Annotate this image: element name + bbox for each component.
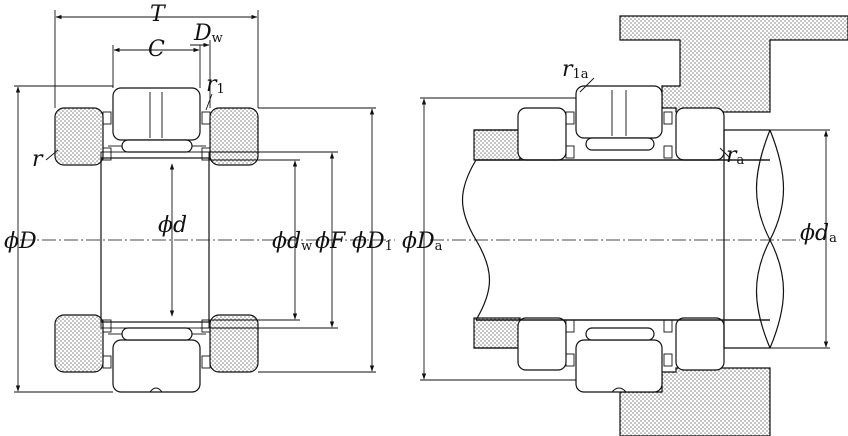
mount-center-ring-top xyxy=(575,85,663,139)
seal-elements xyxy=(102,111,211,369)
mount-roller-bottom xyxy=(585,327,655,341)
bearing-section-view: T C Dw r1 r ϕD ϕd ϕdw ϕF ϕD1 xyxy=(4,2,395,393)
outer-ring-bottom-right xyxy=(209,314,259,373)
needle-roller-top xyxy=(121,139,193,153)
mount-outer-ring-bottom-right xyxy=(675,317,725,371)
outer-ring-top-right xyxy=(209,107,259,166)
leader-r1 xyxy=(205,93,213,111)
housing-top xyxy=(619,15,848,113)
mount-center-ring-bottom xyxy=(575,339,663,393)
label-D: ϕD xyxy=(4,229,37,254)
mount-seals xyxy=(565,111,673,367)
label-D1: ϕD1 xyxy=(352,229,393,254)
label-r1: r1 xyxy=(206,72,225,97)
needle-roller-bottom xyxy=(121,327,193,341)
label-F: ϕF xyxy=(315,229,346,254)
label-r: r xyxy=(32,147,44,172)
leader-r xyxy=(45,149,59,161)
label-T: T xyxy=(150,2,167,27)
label-da: ϕda xyxy=(800,221,837,246)
mount-outer-ring-top-left xyxy=(517,107,567,161)
label-C: C xyxy=(148,37,165,62)
label-Dw: Dw xyxy=(193,21,223,46)
leader-ra xyxy=(719,147,731,159)
label-dw: ϕdw xyxy=(272,229,312,254)
label-ra: ra xyxy=(726,143,745,168)
label-d: ϕd xyxy=(158,213,187,238)
label-r1a: r1a xyxy=(562,57,589,82)
label-Da: ϕDa xyxy=(402,229,443,254)
mount-outer-ring-top-right xyxy=(675,107,725,161)
outer-ring-top-left xyxy=(54,107,104,166)
center-ring-top xyxy=(112,87,201,141)
shoulder-top-left xyxy=(473,129,521,161)
mount-outer-ring-bottom-left xyxy=(517,317,567,371)
outer-ring-bottom-left xyxy=(54,314,104,373)
leader-r1a xyxy=(579,77,595,93)
mount-roller-top xyxy=(585,137,655,151)
mounting-view: r1a ra ϕDa ϕda xyxy=(402,15,848,436)
shoulder-bottom-left xyxy=(473,317,521,349)
extension-lines-left xyxy=(14,10,376,393)
center-ring-bottom xyxy=(112,339,201,393)
